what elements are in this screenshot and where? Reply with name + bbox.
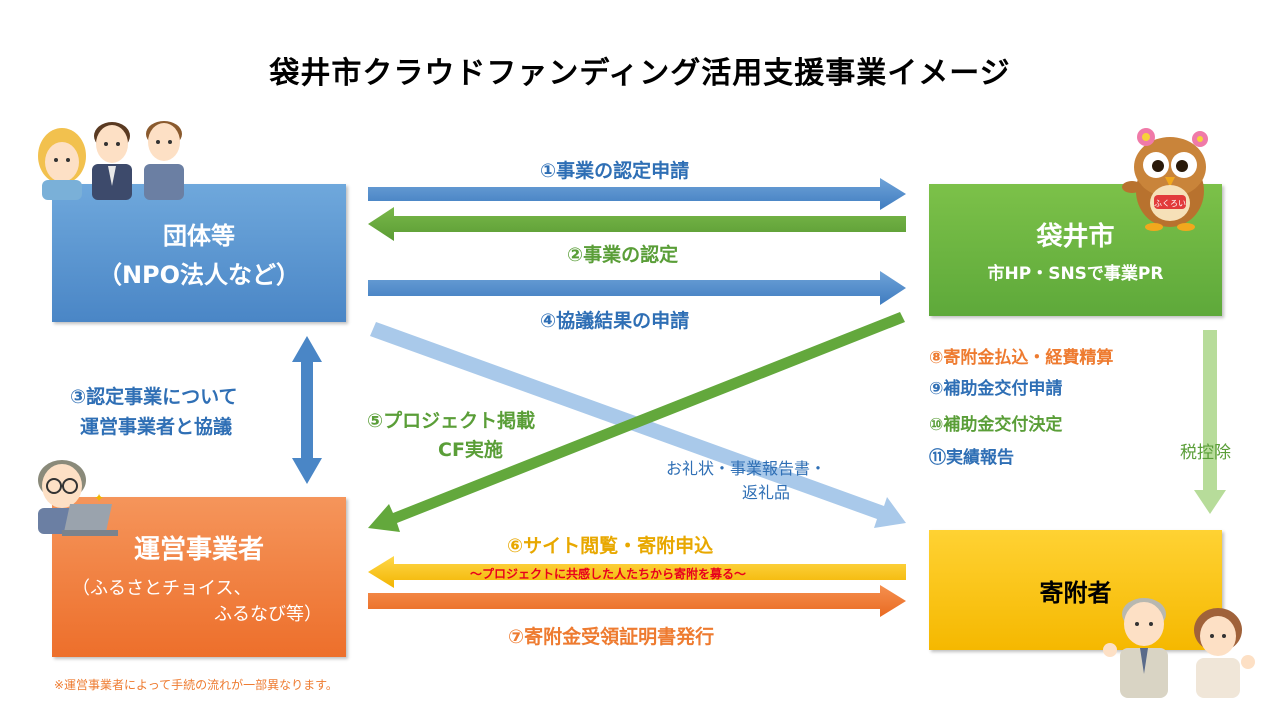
svg-text:✦: ✦	[94, 491, 104, 505]
step4-label: ④協議結果の申請	[540, 310, 690, 332]
step2-label: ②事業の認定	[567, 244, 679, 266]
org-box-subtitle: （NPO法人など）	[97, 261, 301, 289]
step5-label-line1: ⑤プロジェクト掲載	[367, 410, 536, 432]
operator-box-line2: （ふるさとチョイス、	[72, 577, 252, 599]
arrow-tax	[1194, 330, 1226, 514]
city-box-title: 袋井市	[1036, 222, 1115, 252]
donor-couple-icon	[1103, 598, 1255, 698]
step3-label-line1: ③認定事業について	[70, 386, 238, 408]
arrow-step7	[368, 585, 906, 617]
mascot-badge-text: ふくろい	[1154, 199, 1186, 208]
org-box-title: 団体等	[163, 222, 235, 250]
arrow-step1	[368, 178, 906, 210]
step6-label: ⑥サイト閲覧・寄附申込	[507, 535, 714, 557]
operator-person-icon: ✦	[38, 460, 118, 536]
step10-label: ⑩補助金交付決定	[929, 415, 1063, 435]
operator-box-line3: ふるなび等）	[214, 603, 322, 625]
owl-mascot-icon: ふくろい	[1122, 128, 1208, 231]
step5-label-line2: CF実施	[438, 439, 503, 461]
donor-box: 寄附者	[929, 530, 1222, 650]
thanks-label-line2: 返礼品	[742, 483, 791, 502]
step8-label: ⑧寄附金払込・経費精算	[929, 348, 1114, 368]
footnote: ※運営事業者によって手続の流れが一部異なります。	[54, 678, 338, 692]
step6-sublabel: ～プロジェクトに共感した人たちから寄附を募る～	[470, 567, 747, 581]
step7-label: ⑦寄附金受領証明書発行	[508, 626, 715, 648]
arrow-step6	[368, 556, 906, 588]
operator-box-title: 運営事業者	[133, 534, 264, 565]
arrow-step3	[292, 336, 322, 484]
donor-box-title: 寄附者	[1039, 578, 1112, 607]
thanks-label-line1: お礼状・事業報告書・	[666, 459, 827, 478]
tax-label: 税控除	[1180, 443, 1231, 463]
arrow-step4	[368, 271, 906, 305]
arrow-step5	[368, 312, 905, 532]
step9-label: ⑨補助金交付申請	[929, 379, 1063, 399]
city-box-subtitle: 市HP・SNSで事業PR	[987, 264, 1164, 284]
step1-label: ①事業の認定申請	[540, 160, 690, 182]
step11-label: ⑪実績報告	[929, 448, 1014, 468]
people-group-icon	[38, 121, 184, 200]
org-box: 団体等 （NPO法人など）	[52, 184, 346, 322]
operator-box: 運営事業者 （ふるさとチョイス、 ふるなび等）	[52, 497, 346, 657]
step3-label-line2: 運営事業者と協議	[80, 416, 233, 438]
arrow-step2	[368, 207, 906, 241]
page-title: 袋井市クラウドファンディング活用支援事業イメージ	[269, 56, 1011, 91]
